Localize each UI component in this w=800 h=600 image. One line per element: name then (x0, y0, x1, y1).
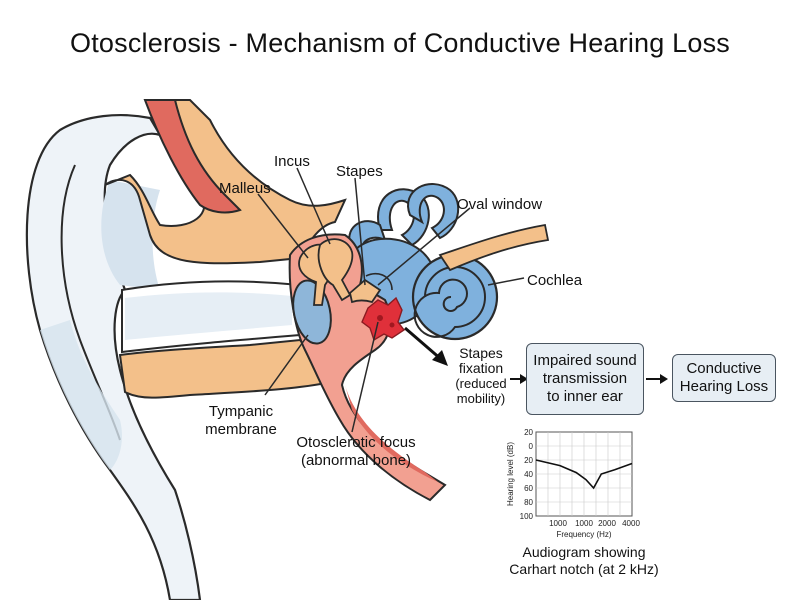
flow-box-conductive-hearing-loss: Conductive Hearing Loss (672, 354, 776, 402)
label-fixation-line2: fixation (458, 360, 504, 376)
flow-arrow-1 (510, 374, 528, 384)
audiogram-chart: 20 0 20 40 60 80 100 1000 1000 2000 4000 Frequenc… (506, 428, 640, 539)
flow-arrow-2 (646, 374, 668, 384)
label-stapes: Stapes (336, 163, 383, 180)
audiogram-caption-line2: Carhart notch (at 2 kHz) (509, 561, 659, 577)
cochlear-nerve (438, 223, 550, 272)
audiogram-y-label: Hearing level (dB) (506, 442, 515, 506)
audiogram-x-label: Frequency (Hz) (556, 530, 611, 539)
muscle-band (143, 99, 242, 214)
label-fixation-line3: (reduced (455, 376, 507, 391)
stapes-shape (349, 278, 382, 304)
label-stapes-fixation: Stapes fixation (reduced mobility) (452, 345, 510, 407)
label-tympanic-membrane: Tympanic membrane (196, 403, 286, 439)
fixation-arrow (404, 326, 448, 366)
flow-step1-line1: Impaired sound (533, 352, 637, 369)
audiogram-caption-line1: Audiogram showing (522, 544, 646, 560)
audiogram-x-tick-label: 1000 (549, 519, 567, 528)
audiogram-x-ticks: 1000 1000 2000 4000 (549, 519, 640, 528)
audiogram-series-line (535, 459, 633, 490)
label-tympanic-line1: Tympanic (208, 403, 274, 420)
audiogram-y-tick-label: 100 (520, 512, 534, 521)
label-cochlea: Cochlea (527, 272, 583, 289)
flow-step1-line2: transmission (542, 370, 628, 387)
flow-step1-line3: to inner ear (547, 388, 623, 405)
temporal-bone-upper (104, 99, 347, 265)
label-otosclerotic-focus: Otosclerotic focus (abnormal bone) (290, 434, 422, 470)
ear-canal-shade (125, 292, 292, 340)
label-fixation-line1: Stapes (459, 345, 503, 361)
label-tympanic-line2: membrane (205, 421, 277, 438)
semicircular-canals (348, 183, 460, 252)
label-oval-window: Oval window (457, 196, 543, 213)
audiogram-y-tick-label: 20 (524, 456, 533, 465)
incus-shape (317, 238, 354, 302)
label-fixation-line4: mobility) (456, 391, 506, 406)
flow-box-impaired-transmission: Impaired sound transmission to inner ear (526, 343, 644, 415)
label-incus: Incus (274, 153, 310, 170)
audiogram-x-tick-label: 2000 (598, 519, 616, 528)
page-title: Otosclerosis - Mechanism of Conductive H… (70, 28, 730, 58)
otosclerotic-focus-shape (361, 296, 406, 342)
audiogram-y-tick-label: 80 (524, 498, 533, 507)
label-malleus: Malleus (219, 180, 271, 197)
label-focus-line2: (abnormal bone) (300, 452, 412, 469)
audiogram-x-tick-label: 1000 (575, 519, 593, 528)
audiogram-grid (536, 432, 632, 516)
flow-step2-line1: Conductive (686, 360, 762, 377)
oval-window-shape (365, 272, 393, 291)
audiogram-y-tick-label: 20 (524, 428, 533, 437)
audiogram-x-tick-label: 4000 (622, 519, 640, 528)
audiogram-y-tick-label: 60 (524, 484, 533, 493)
auricle-lower-shade (40, 320, 122, 470)
label-focus-line1: Otosclerotic focus (296, 434, 416, 451)
audiogram-y-tick-label: 0 (529, 442, 534, 451)
flow-step2-line2: Hearing Loss (679, 378, 769, 395)
audiogram-caption: Audiogram showing Carhart notch (at 2 kH… (496, 544, 672, 578)
leader-lines (257, 167, 525, 433)
audiogram-y-tick-label: 40 (524, 470, 533, 479)
audiogram-y-ticks: 20 0 20 40 60 80 100 (520, 428, 534, 521)
